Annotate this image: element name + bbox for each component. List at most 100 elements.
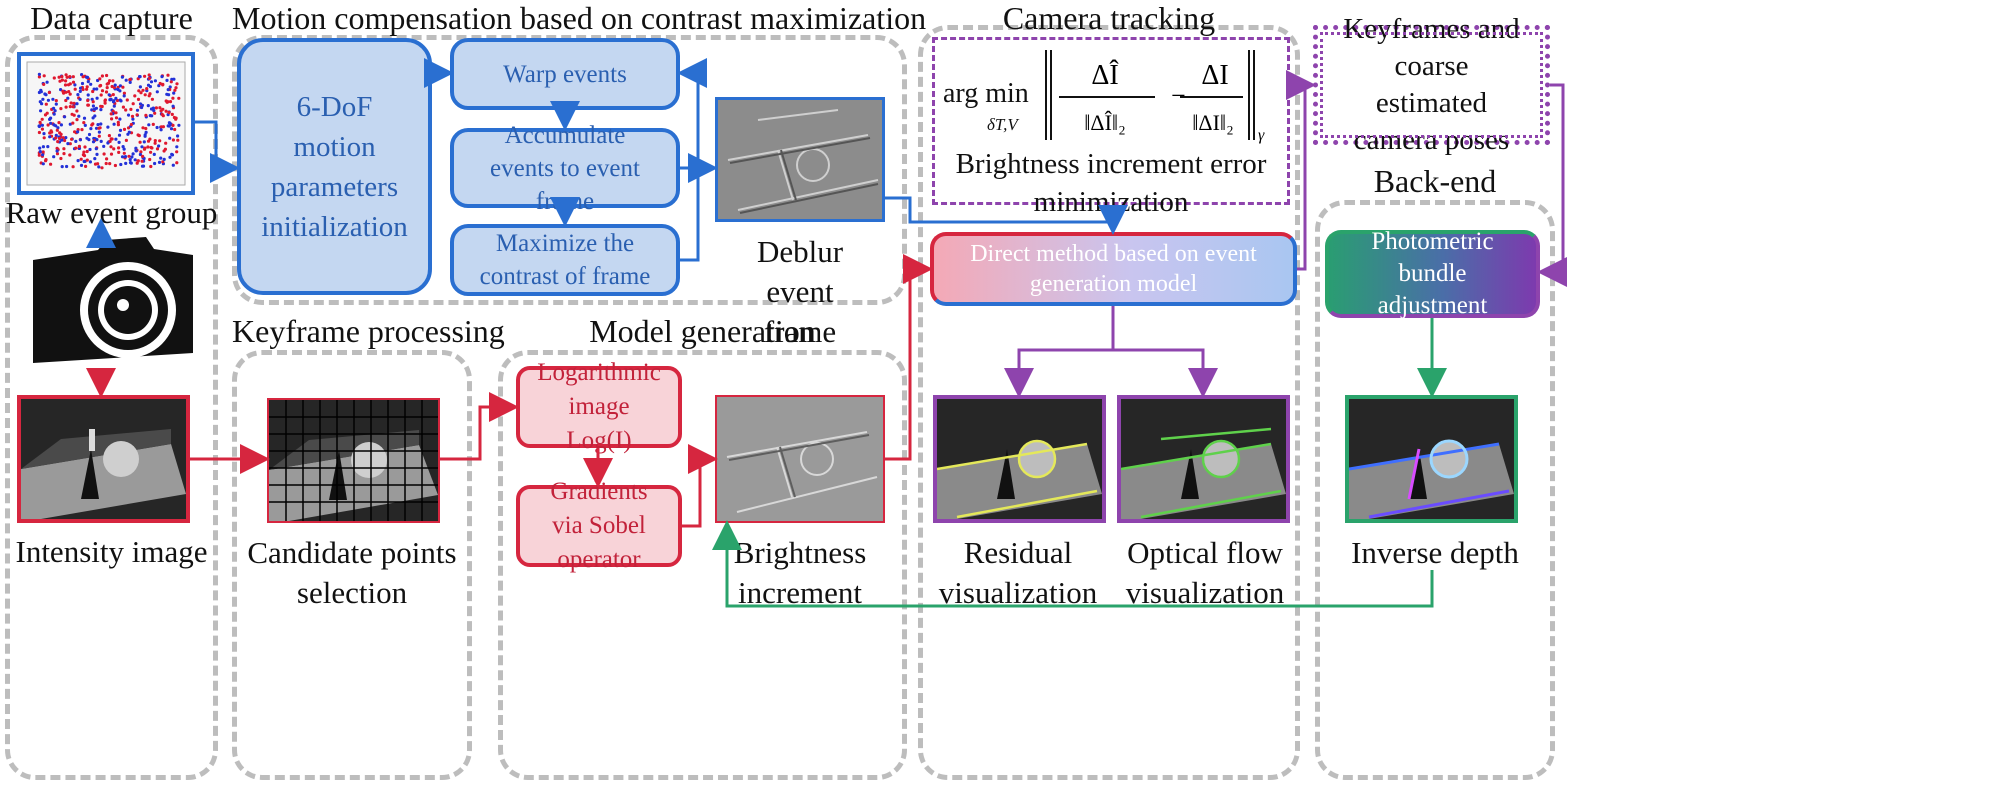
event-point — [87, 132, 92, 137]
event-point — [131, 102, 135, 106]
event-point — [147, 73, 151, 77]
event-point — [57, 136, 62, 141]
event-point — [64, 79, 68, 83]
event-point — [105, 157, 109, 161]
event-point — [97, 165, 101, 169]
event-point — [108, 139, 112, 143]
bundle-adjustment-box: Photometric bundle adjustment — [1325, 228, 1540, 319]
event-point — [139, 91, 143, 95]
event-point — [114, 116, 119, 120]
event-point — [112, 104, 116, 108]
event-point — [137, 89, 141, 93]
event-point — [86, 98, 90, 103]
event-point — [78, 138, 82, 142]
event-point — [144, 126, 148, 131]
event-point — [108, 79, 112, 83]
event-point — [63, 83, 68, 87]
event-point — [91, 100, 95, 104]
event-point — [126, 113, 131, 117]
event-point — [38, 146, 42, 150]
raw-event-group-caption: Raw event group — [5, 195, 218, 230]
event-point — [81, 75, 85, 79]
event-point — [41, 145, 45, 149]
event-point — [127, 130, 131, 134]
event-point — [60, 138, 64, 142]
event-point — [109, 97, 113, 101]
event-point — [154, 106, 158, 110]
event-point — [51, 97, 55, 101]
event-point — [85, 85, 89, 89]
event-point — [107, 134, 111, 138]
event-point — [42, 82, 46, 86]
event-point — [102, 152, 106, 156]
event-point — [55, 149, 59, 153]
event-point — [135, 113, 139, 117]
event-point — [71, 105, 75, 109]
event-point — [147, 94, 151, 98]
event-point — [174, 117, 178, 121]
event-point — [118, 117, 122, 121]
event-point — [90, 97, 94, 101]
event-point — [63, 138, 67, 143]
event-point — [161, 160, 165, 164]
event-point — [109, 145, 113, 149]
event-point — [176, 138, 180, 142]
event-point — [97, 126, 101, 130]
event-point — [112, 122, 116, 126]
event-point — [147, 123, 151, 127]
event-point — [106, 141, 110, 145]
event-point — [86, 80, 90, 84]
event-point — [143, 134, 147, 138]
event-point — [157, 160, 162, 164]
event-point — [108, 162, 112, 166]
event-point — [110, 137, 114, 141]
event-point — [144, 130, 148, 134]
event-point — [71, 75, 75, 79]
event-point — [169, 80, 173, 84]
event-point — [48, 135, 52, 139]
event-point — [149, 150, 153, 154]
event-point — [144, 113, 148, 117]
event-point — [164, 109, 168, 113]
event-point — [168, 155, 172, 159]
back-end-group — [1315, 200, 1555, 780]
event-point — [99, 139, 103, 143]
event-point — [75, 102, 79, 106]
brightness-increment-caption: Brightness increment — [733, 535, 867, 610]
event-point — [120, 75, 124, 79]
event-point — [71, 165, 75, 169]
event-point — [57, 75, 61, 79]
init-label: 6-DoF motion parameters initialization — [261, 90, 408, 243]
event-point — [63, 115, 67, 119]
bundle-adjustment-label: Photometric bundle adjustment — [1371, 228, 1494, 319]
event-point — [81, 87, 85, 92]
event-point — [91, 140, 96, 144]
event-point — [54, 99, 58, 103]
event-point — [59, 156, 63, 161]
event-point — [42, 136, 46, 140]
event-point — [54, 102, 58, 106]
event-point — [45, 111, 49, 115]
event-point — [153, 111, 157, 115]
gradients-label: Gradients via Sobel operator — [550, 478, 648, 573]
event-point — [123, 155, 128, 159]
event-point — [110, 117, 114, 121]
event-point — [70, 137, 74, 141]
event-point — [169, 127, 174, 131]
event-point — [161, 83, 165, 87]
norm-expression: ΔÎ ‖ΔÎ‖₂ − ΔI ‖ΔI‖₂ γ — [1045, 50, 1265, 144]
event-point — [49, 162, 53, 166]
event-point — [40, 117, 44, 121]
event-point — [136, 97, 141, 101]
event-point — [75, 118, 79, 122]
event-point — [172, 91, 176, 95]
event-point — [117, 146, 121, 150]
event-point — [105, 73, 109, 78]
event-point — [150, 146, 154, 150]
event-point — [155, 90, 159, 94]
event-point — [175, 145, 179, 149]
candidate-points-image — [267, 398, 440, 523]
event-point — [55, 128, 59, 132]
event-point — [122, 147, 126, 151]
event-point — [38, 150, 42, 154]
